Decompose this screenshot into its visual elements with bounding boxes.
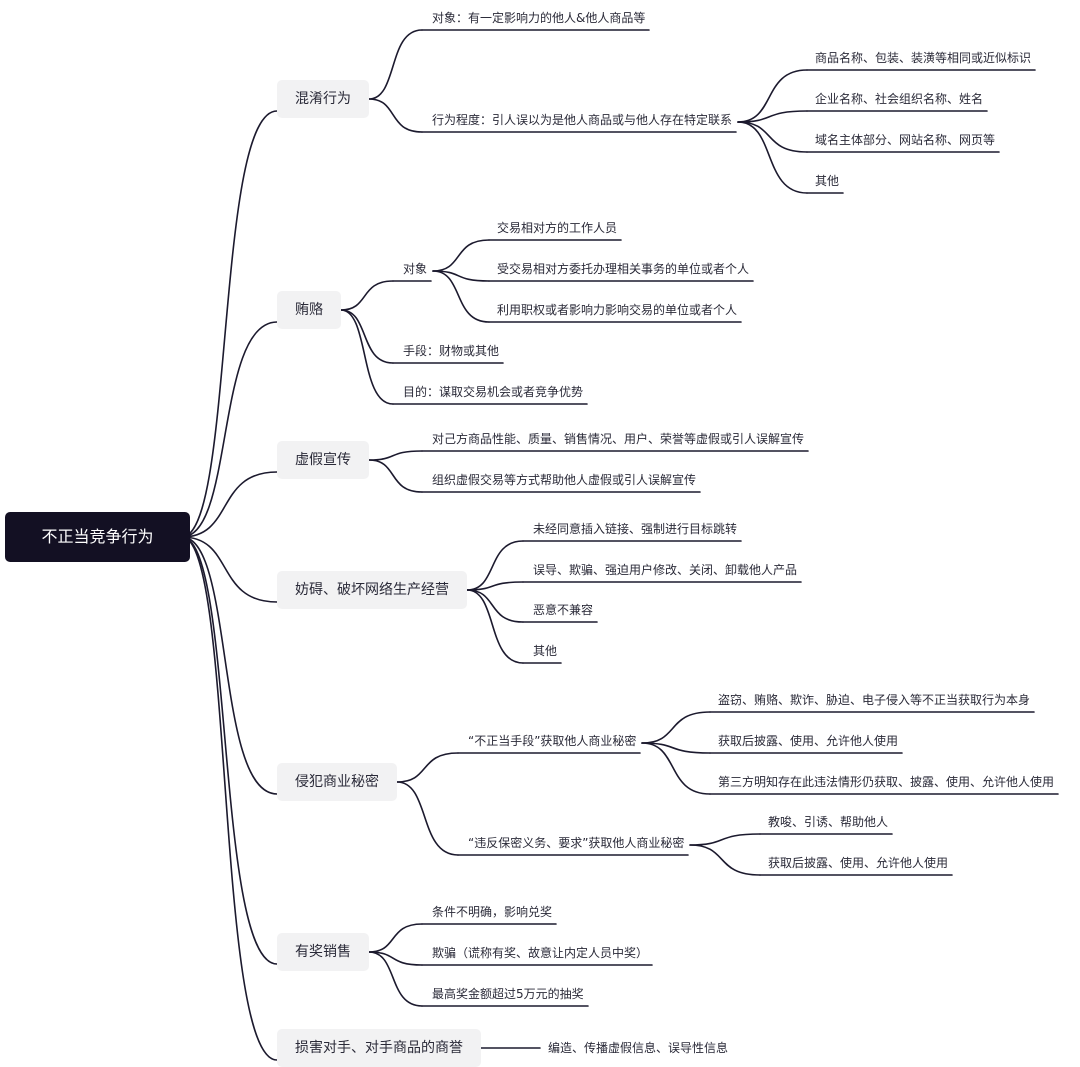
- connector-line: [340, 280, 394, 311]
- connector-line: [181, 471, 278, 538]
- confusion-degree[interactable]: 行为程度：引人误以为是他人商品或与他人存在特定联系: [432, 113, 733, 127]
- confusion-degree-item[interactable]: 域名主体部分、网站名称、网页等: [815, 133, 996, 147]
- connector-line: [641, 711, 711, 744]
- connector-line: [737, 121, 808, 153]
- connector-line: [432, 270, 490, 323]
- category-false-advertising[interactable]: 虚假宣传: [277, 441, 369, 479]
- connector-line: [641, 742, 711, 754]
- false-advertising-item[interactable]: 对己方商品性能、质量、销售情况、用户、荣誉等虚假或引人误解宣传: [432, 432, 805, 446]
- bribery-object-item[interactable]: 受交易相对方委托办理相关事务的单位或者个人: [497, 262, 750, 276]
- connector-line: [737, 121, 808, 194]
- prize-sales-item[interactable]: 最高奖金额超过5万元的抽奖: [432, 987, 584, 1001]
- category-trade-secrets[interactable]: 侵犯商业秘密: [277, 763, 397, 801]
- network-interference-item[interactable]: 未经同意插入链接、强制进行目标跳转: [533, 522, 738, 536]
- connector-line: [432, 270, 490, 282]
- connector-line: [466, 581, 524, 591]
- trade-secrets-item[interactable]: 盗窃、贿赂、欺诈、胁迫、电子侵入等不正当获取行为本身: [718, 693, 1031, 707]
- category-confusion[interactable]: 混淆行为: [277, 80, 369, 118]
- connector-line: [368, 951, 423, 1007]
- connector-line: [396, 781, 459, 856]
- connector-line: [368, 29, 423, 100]
- connector-line: [181, 536, 278, 795]
- connector-line: [466, 589, 524, 664]
- connector-line: [432, 239, 490, 272]
- connector-line: [368, 459, 423, 493]
- bribery-means[interactable]: 手段：财物或其他: [403, 344, 500, 358]
- prize-sales-item[interactable]: 欺骗（谎称有奖、故意让内定人员中奖）: [432, 946, 649, 960]
- bribery-object-item[interactable]: 交易相对方的工作人员: [497, 221, 618, 235]
- connector-line: [689, 844, 761, 876]
- connector-line: [737, 110, 808, 123]
- connector-line: [368, 923, 423, 953]
- connector-line: [368, 98, 423, 133]
- false-advertising-item[interactable]: 组织虚假交易等方式帮助他人虚假或引人误解宣传: [432, 473, 697, 487]
- category-prize-sales[interactable]: 有奖销售: [277, 933, 369, 971]
- category-network-interference[interactable]: 妨碍、破坏网络生产经营: [277, 571, 467, 609]
- bribery-object-item[interactable]: 利用职权或者影响力影响交易的单位或者个人: [497, 303, 738, 317]
- network-interference-item[interactable]: 其他: [533, 644, 558, 658]
- commercial-defamation-item[interactable]: 编造、传播虚假信息、误导性信息: [548, 1041, 729, 1055]
- connector-line: [181, 321, 278, 538]
- connector-line: [737, 69, 808, 123]
- connector-line: [689, 833, 761, 846]
- network-interference-item[interactable]: 恶意不兼容: [533, 603, 594, 617]
- connector-line: [181, 536, 278, 965]
- bribery-object[interactable]: 对象: [403, 262, 428, 276]
- connector-line: [181, 536, 278, 1061]
- trade-secrets-item[interactable]: 获取后披露、使用、允许他人使用: [718, 734, 899, 748]
- category-commercial-defamation[interactable]: 损害对手、对手商品的商誉: [277, 1029, 481, 1067]
- connector-line: [396, 752, 459, 783]
- connector-line: [340, 309, 394, 405]
- connector-line: [181, 110, 278, 538]
- connector-line: [466, 540, 524, 591]
- root-topic[interactable]: 不正当竞争行为: [5, 512, 190, 562]
- network-interference-item[interactable]: 误导、欺骗、强迫用户修改、关闭、卸载他人产品: [533, 563, 798, 577]
- connector-line: [368, 951, 423, 966]
- trade-secrets-breach-of-duty[interactable]: “违反保密义务、要求”获取他人商业秘密: [468, 836, 685, 850]
- bribery-purpose[interactable]: 目的：谋取交易机会或者竞争优势: [403, 385, 584, 399]
- confusion-degree-item[interactable]: 企业名称、社会组织名称、姓名: [815, 92, 984, 106]
- connector-line: [340, 309, 394, 364]
- connector-line: [181, 536, 278, 603]
- trade-secrets-item[interactable]: 教唆、引诱、帮助他人: [768, 815, 889, 829]
- trade-secrets-improper-means[interactable]: “不正当手段”获取他人商业秘密: [468, 734, 637, 748]
- connector-line: [466, 589, 524, 623]
- trade-secrets-item[interactable]: 获取后披露、使用、允许他人使用: [768, 856, 949, 870]
- confusion-degree-item[interactable]: 商品名称、包装、装潢等相同或近似标识: [815, 51, 1032, 65]
- category-bribery[interactable]: 贿赂: [277, 291, 341, 329]
- connector-line: [641, 742, 711, 795]
- connector-line: [368, 450, 423, 461]
- confusion-degree-item[interactable]: 其他: [815, 174, 840, 188]
- confusion-object[interactable]: 对象：有一定影响力的他人&他人商品等: [432, 11, 646, 25]
- prize-sales-item[interactable]: 条件不明确，影响兑奖: [432, 905, 553, 919]
- trade-secrets-item[interactable]: 第三方明知存在此违法情形仍获取、披露、使用、允许他人使用: [718, 775, 1055, 789]
